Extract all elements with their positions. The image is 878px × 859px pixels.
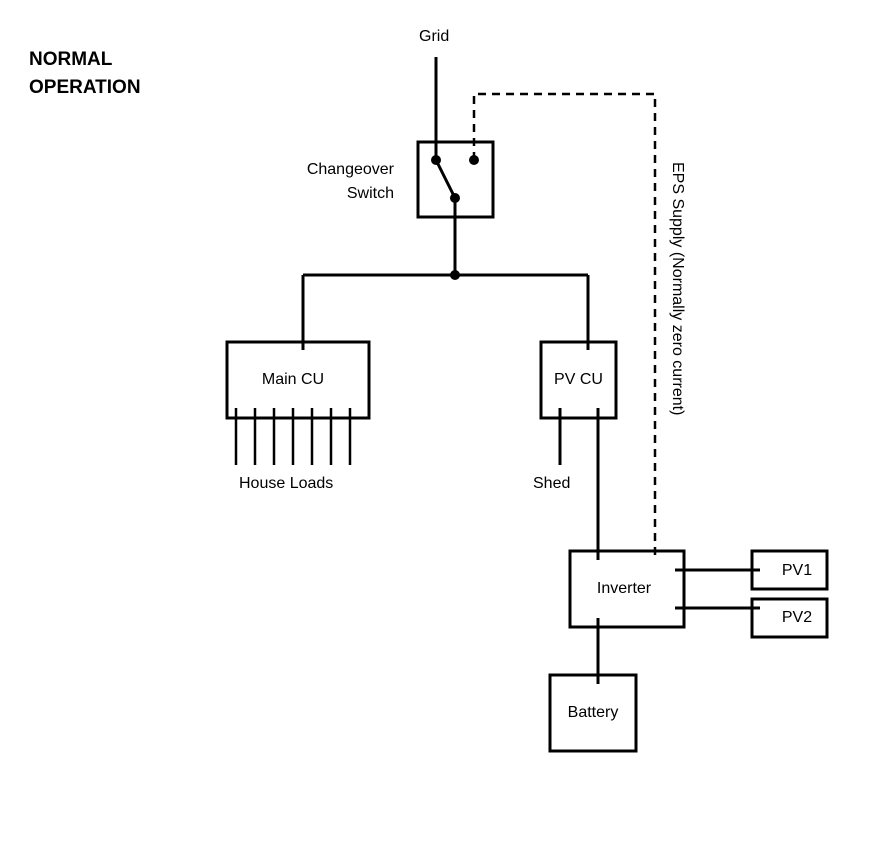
shed-label: Shed <box>533 475 571 492</box>
battery-label: Battery <box>567 704 619 721</box>
inverter-box <box>568 549 686 629</box>
title-line-1: NORMAL <box>29 49 113 70</box>
changeover-label-line-2: Switch <box>346 185 394 202</box>
switch-grid-terminal <box>431 155 441 165</box>
changeover-label: Changeover Switch <box>294 160 394 204</box>
house-loads-label: House Loads <box>239 475 334 492</box>
title-line-2: OPERATION <box>29 77 141 98</box>
main-cu-label: Main CU <box>261 371 325 388</box>
eps-supply-label: EPS Supply (Normally zero current) <box>669 162 686 416</box>
main-cu-box <box>225 340 371 420</box>
battery-box <box>548 673 638 753</box>
pv2-box <box>750 597 829 639</box>
pv-cu-label: PV CU <box>554 371 603 388</box>
switch-common-terminal <box>450 193 460 203</box>
inverter-label: Inverter <box>596 580 652 597</box>
bus-junction <box>450 270 460 280</box>
changeover-label-line-1: Changeover <box>306 161 394 178</box>
switch-eps-terminal <box>469 155 479 165</box>
diagram-title: NORMAL OPERATION <box>29 46 141 102</box>
eps-supply-wire <box>472 92 657 560</box>
switch-blade <box>434 159 457 199</box>
pv1-label: PV1 <box>781 562 813 579</box>
pv2-label: PV2 <box>781 609 813 626</box>
grid-label: Grid <box>419 28 450 45</box>
pv-cu-box <box>539 340 618 420</box>
